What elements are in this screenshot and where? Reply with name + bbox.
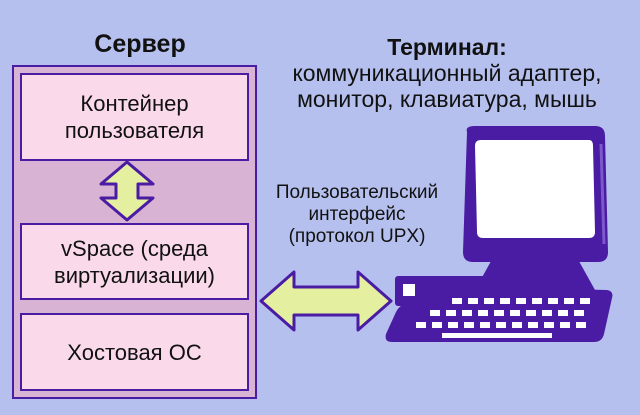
vertical-double-arrow [99, 160, 155, 222]
user-interface-label-line1: Пользовательский [275, 182, 439, 203]
terminal-title-heading: Терминал: [387, 34, 507, 60]
server-title: Сервер [94, 30, 186, 58]
vspace-label-line1: vSpace (среда [61, 235, 208, 261]
user-container-box: Контейнер пользователя [20, 73, 249, 161]
terminal-title-line2: монитор, клавиатура, мышь [297, 86, 597, 112]
user-interface-label: Пользовательский интерфейс (протокол UPX… [262, 182, 452, 248]
vspace-box: vSpace (среда виртуализации) [20, 223, 249, 300]
user-container-label-line2: пользователя [64, 118, 205, 143]
server-frame: Контейнер пользователя vSpace (среда вир… [12, 65, 257, 399]
host-os-label: Хостовая ОС [67, 339, 202, 365]
keyboard-icon [385, 286, 613, 342]
host-os-box: Хостовая ОС [20, 313, 249, 391]
vspace-label-line2: виртуализации) [54, 262, 215, 288]
terminal-title-line1: коммуникационный адаптер, [292, 60, 602, 86]
user-interface-label-line2: интерфейс [308, 204, 406, 225]
terminal-title: Терминал: коммуникационный адаптер, мони… [262, 34, 632, 112]
user-interface-label-line3: (протокол UPX) [288, 226, 426, 247]
user-container-label-line1: Контейнер [80, 91, 189, 116]
horizontal-double-arrow [259, 270, 393, 332]
